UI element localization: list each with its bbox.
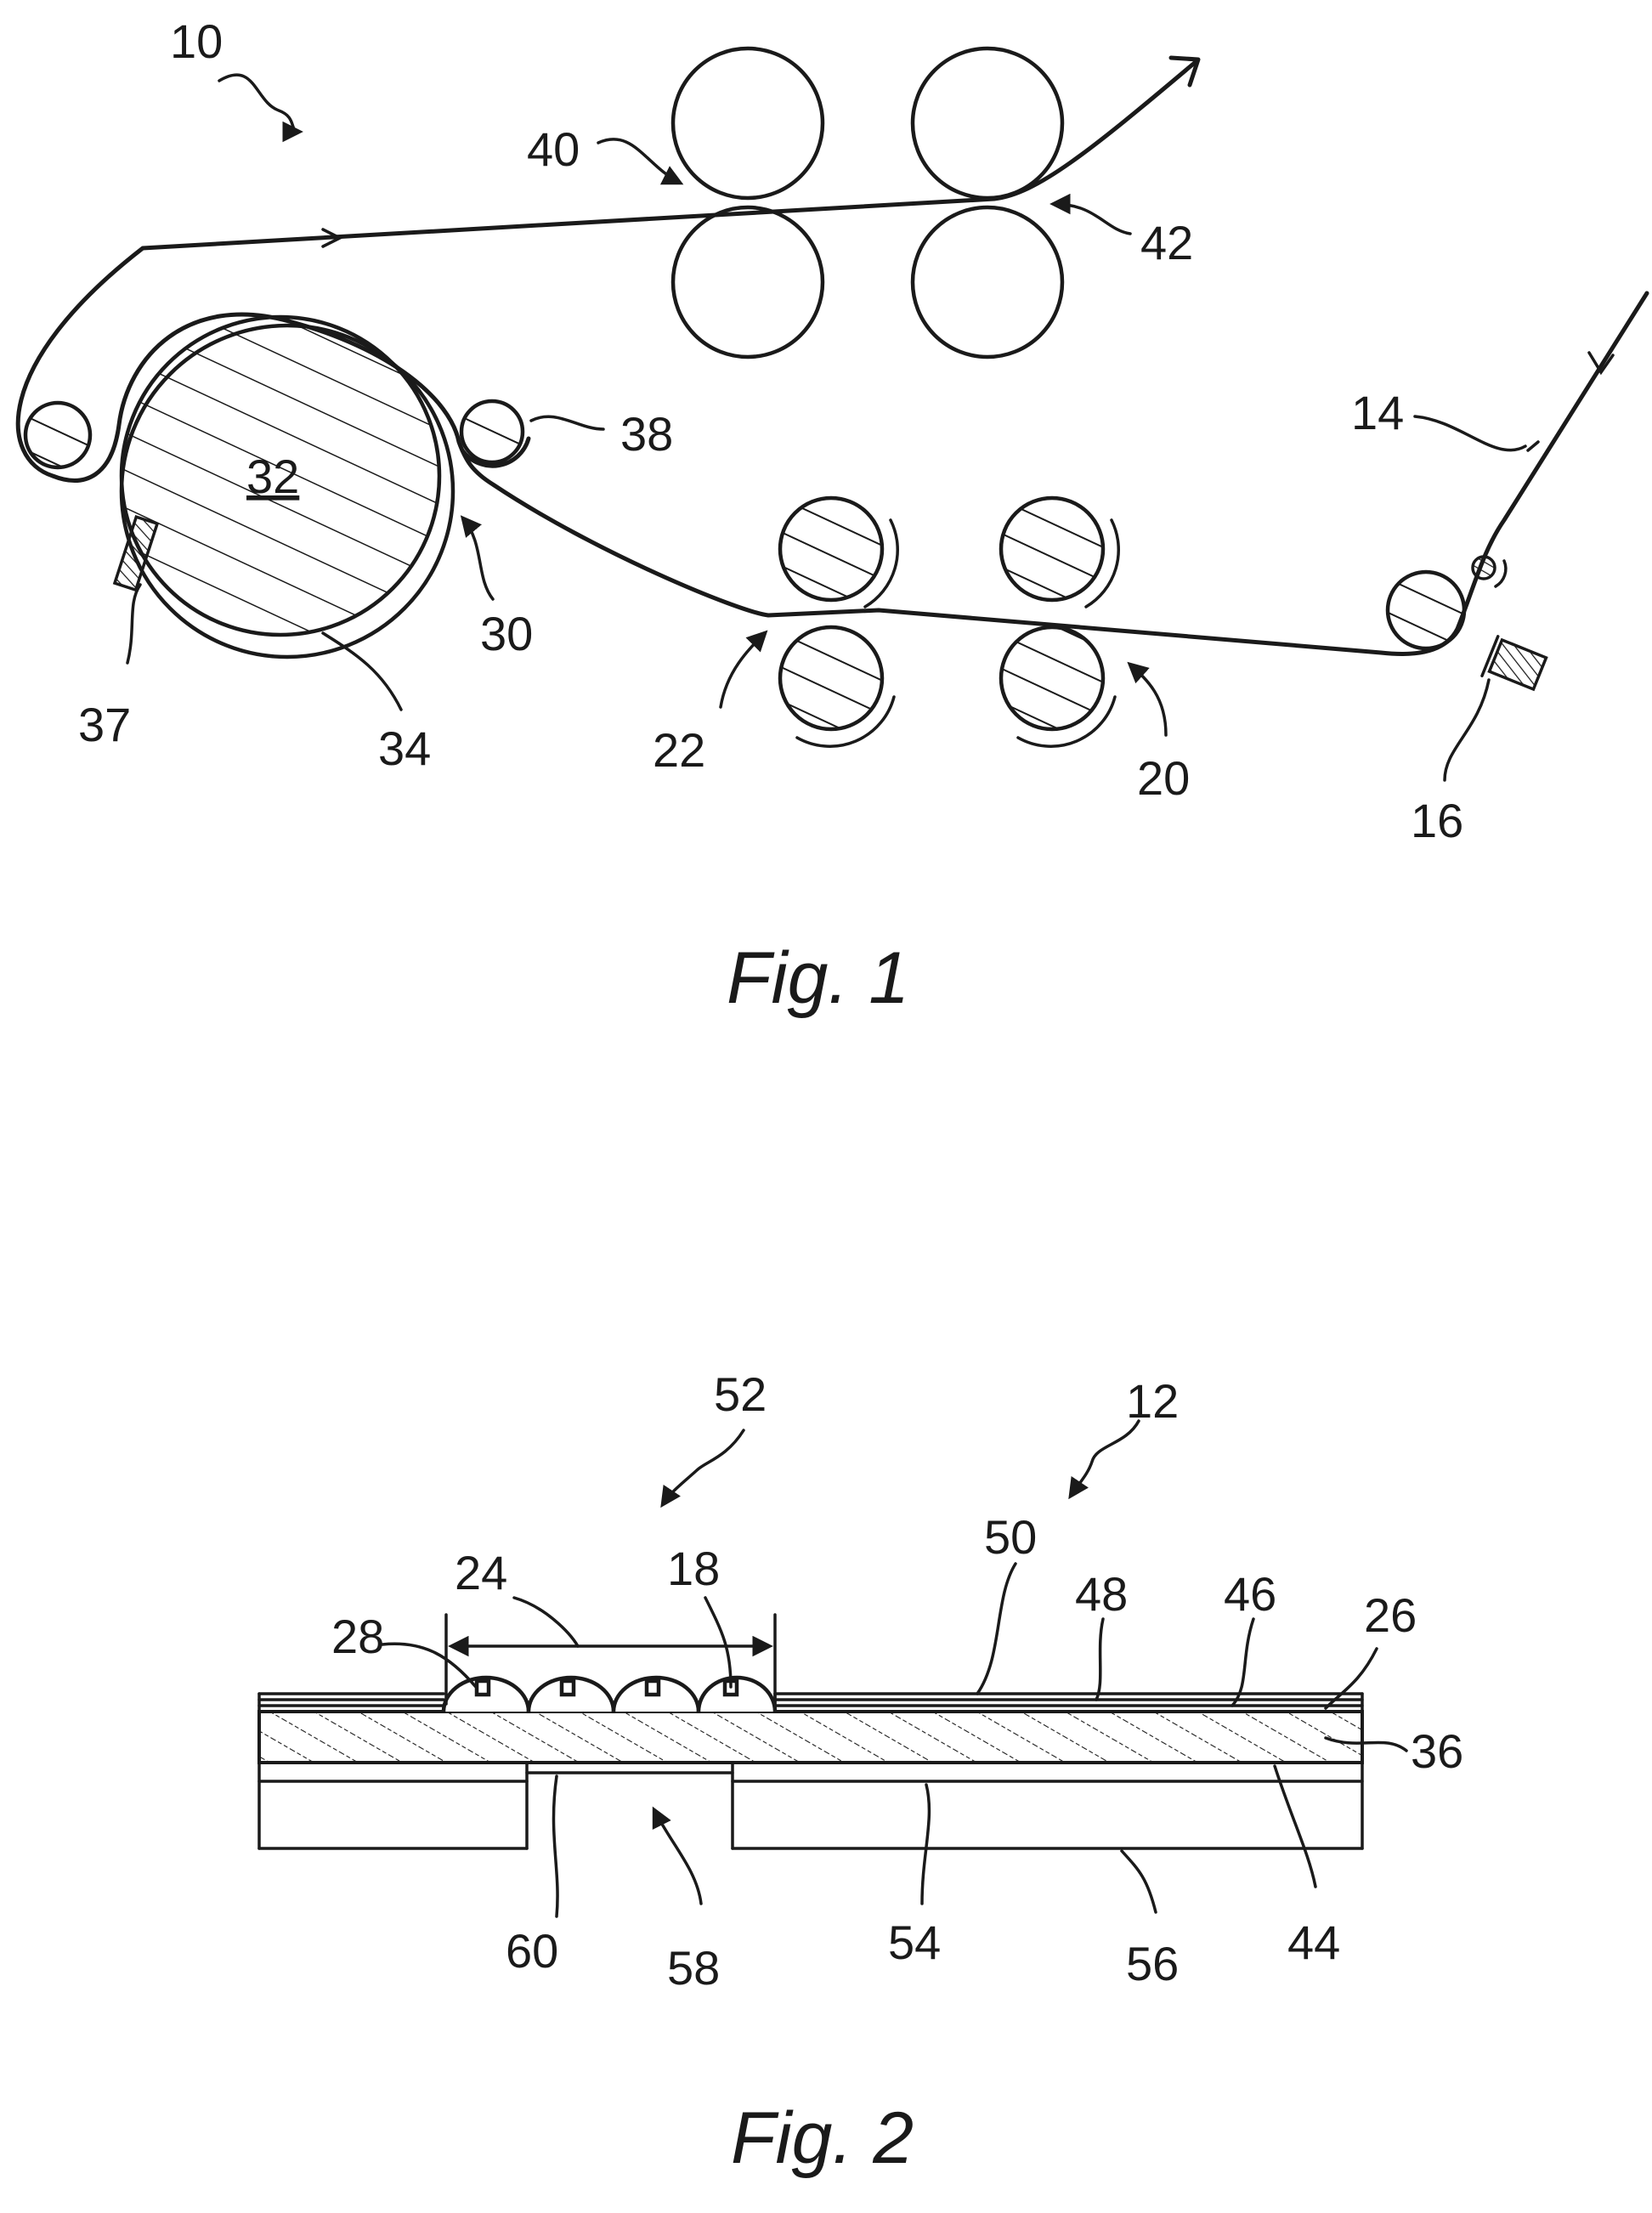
leader-30 <box>463 518 493 599</box>
roller-group-22 <box>780 498 897 746</box>
leader-56 <box>1122 1851 1156 1912</box>
label-20: 20 <box>1137 751 1190 805</box>
small-roller-shield <box>1496 561 1506 586</box>
label-54: 54 <box>888 1916 941 1969</box>
figure-1: 10 40 42 14 32 38 30 37 34 22 20 16 Fig.… <box>18 14 1647 1019</box>
label-12: 12 <box>1126 1374 1179 1428</box>
leader-22 <box>721 633 765 707</box>
leader-20 <box>1130 665 1166 735</box>
label-36: 36 <box>1411 1724 1463 1778</box>
label-14: 14 <box>1351 386 1404 439</box>
label-16: 16 <box>1411 794 1463 847</box>
top-layers-right <box>775 1694 1362 1712</box>
element-28-2 <box>562 1681 574 1695</box>
nip-roller-40-top <box>673 48 823 198</box>
label-58: 58 <box>667 1941 720 1995</box>
label-32: 32 <box>246 450 299 503</box>
web-tick-14 <box>1528 442 1538 450</box>
scraper-16 <box>1482 637 1547 696</box>
label-24: 24 <box>455 1546 507 1599</box>
leader-37 <box>127 585 140 663</box>
label-52: 52 <box>714 1367 767 1421</box>
label-56: 56 <box>1126 1937 1179 1990</box>
lens-array-18 <box>444 1678 775 1712</box>
roller-20-top <box>1001 498 1103 600</box>
roller-20-bottom <box>1001 627 1103 729</box>
leader-24 <box>514 1598 578 1646</box>
figure-2-caption: Fig. 2 <box>731 2097 914 2179</box>
guide-roller-left <box>25 403 90 467</box>
label-10: 10 <box>170 14 223 68</box>
label-38: 38 <box>620 407 673 461</box>
figure-2: 52 12 24 18 50 48 46 26 28 36 60 58 54 5… <box>259 1367 1463 2179</box>
roller-38 <box>461 401 523 462</box>
label-44: 44 <box>1287 1916 1340 1969</box>
leader-60 <box>553 1776 557 1916</box>
top-layers-left <box>259 1694 444 1712</box>
leader-50 <box>977 1564 1016 1694</box>
leader-14 <box>1415 416 1525 450</box>
leader-52 <box>663 1430 744 1504</box>
substrate-36 <box>259 1712 1362 1763</box>
label-28: 28 <box>331 1610 384 1663</box>
element-28-1 <box>477 1681 489 1695</box>
label-34: 34 <box>378 722 431 775</box>
leader-28 <box>382 1644 476 1687</box>
element-28-3 <box>647 1681 659 1695</box>
label-26: 26 <box>1364 1588 1417 1642</box>
label-37: 37 <box>78 698 131 751</box>
label-40: 40 <box>527 122 580 176</box>
leader-16 <box>1445 680 1489 780</box>
roller-22-top <box>780 498 882 600</box>
bottom-layers <box>259 1763 1362 1848</box>
roller-22-bottom <box>780 627 882 729</box>
label-18: 18 <box>667 1542 720 1595</box>
leader-44 <box>1275 1766 1315 1887</box>
leader-58 <box>654 1810 701 1904</box>
leader-42 <box>1054 204 1130 234</box>
leader-40 <box>598 139 680 183</box>
figure-1-caption: Fig. 1 <box>727 937 909 1019</box>
leader-12 <box>1071 1421 1139 1496</box>
label-46: 46 <box>1224 1567 1276 1621</box>
label-42: 42 <box>1140 216 1193 269</box>
leader-54 <box>922 1785 929 1904</box>
nip-roller-42-bottom <box>913 207 1062 357</box>
leader-48 <box>1096 1619 1103 1700</box>
nip-roller-42-top <box>913 48 1062 198</box>
label-60: 60 <box>506 1924 558 1978</box>
label-30: 30 <box>480 607 533 660</box>
nip-roller-40-bottom <box>673 207 823 357</box>
label-22: 22 <box>653 723 705 777</box>
leader-38 <box>531 416 603 429</box>
leader-10 <box>219 75 299 132</box>
leader-18 <box>705 1598 731 1687</box>
label-50: 50 <box>984 1510 1037 1564</box>
label-48: 48 <box>1075 1567 1128 1621</box>
